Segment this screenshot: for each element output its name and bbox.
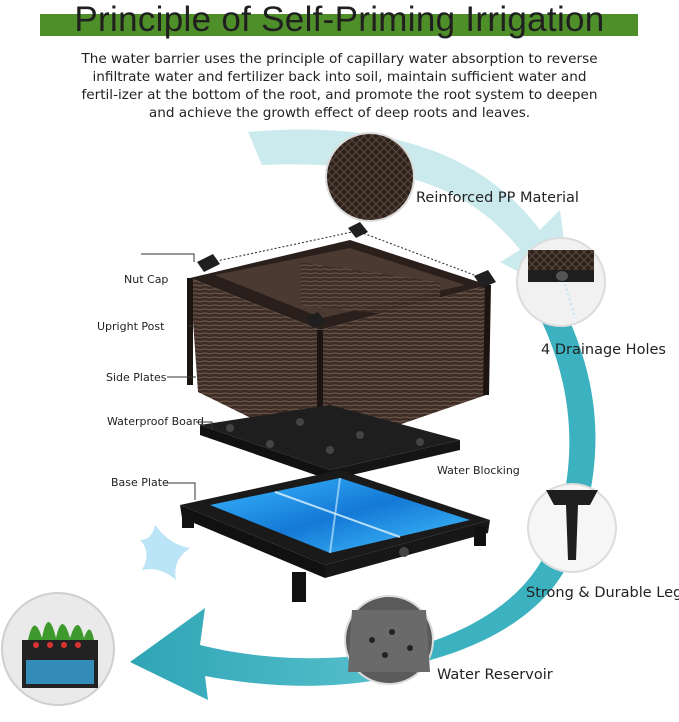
label-waterproof-board: Waterproof Board <box>107 415 204 428</box>
label-nut-cap: Nut Cap <box>124 273 169 286</box>
feature-drainage: 4 Drainage Holes <box>541 342 666 358</box>
drainage-callout <box>516 237 606 327</box>
flow-arrow-right <box>410 300 596 665</box>
label-upright-post: Upright Post <box>97 320 165 333</box>
feature-reservoir: Water Reservoir <box>437 667 553 683</box>
label-water-blocking: Water Blocking <box>437 464 520 477</box>
feature-material: Reinforced PP Material <box>416 190 579 206</box>
description-text: The water barrier uses the principle of … <box>81 51 598 121</box>
label-base-plate: Base Plate <box>111 476 169 489</box>
feature-legs: Strong & Durable Legs <box>526 585 679 601</box>
base-plate <box>140 470 490 602</box>
page-title: Principle of Self-Priming Irrigation <box>74 0 605 39</box>
reservoir-callout <box>344 595 434 685</box>
waterproof-board <box>200 405 460 480</box>
legs-callout <box>527 483 617 573</box>
plant-inset <box>1 592 115 706</box>
label-side-plates: Side Plates <box>106 371 167 384</box>
flow-arrow-bottom <box>130 608 425 700</box>
title-underline-bar <box>40 14 638 36</box>
material-callout <box>325 132 415 222</box>
planter-box <box>187 222 496 452</box>
